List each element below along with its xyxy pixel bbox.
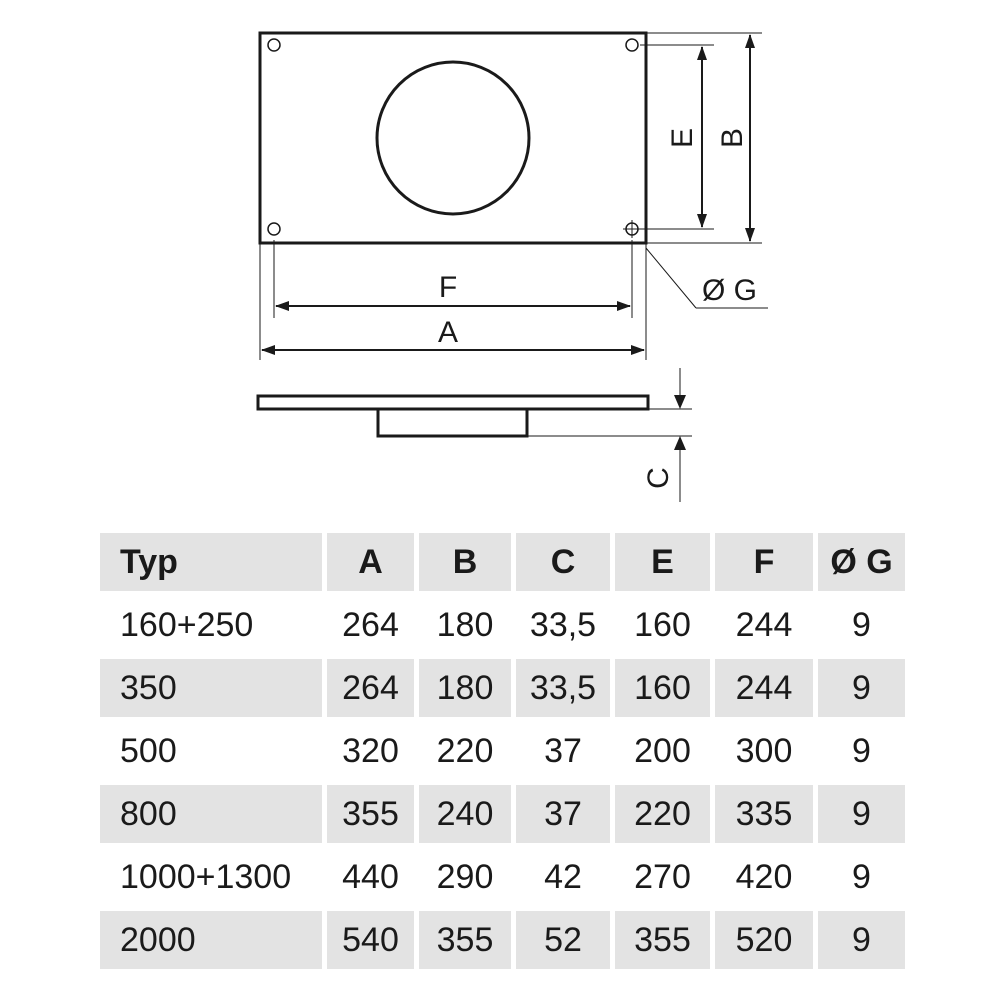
cell-f: 335 [715,785,813,843]
cell-e: 160 [615,659,710,717]
header-cell-b: B [419,533,511,591]
cell-g: 9 [852,857,871,896]
cell-f: 520 [715,911,813,969]
label-c: C [642,467,675,489]
cell-b: 290 [436,857,494,896]
side-extension-lines [527,368,692,502]
cell-typ: 2000 [100,911,322,969]
dimension-arrow-c-top [674,395,686,409]
label-b: B [716,128,749,148]
cell-e: 200 [634,731,691,770]
cell-g: 9 [818,911,905,969]
header-cell-f: F [715,533,813,591]
cell-typ: 800 [100,785,322,843]
cell-b: 180 [419,659,511,717]
mounting-hole-top-left [267,38,281,52]
cell-b: 240 [419,785,511,843]
cell-e: 355 [615,911,710,969]
cell-b: 220 [436,731,494,770]
cell-f: 420 [735,857,793,896]
label-a: A [438,316,458,349]
cell-g: 9 [852,605,871,644]
cell-e: 270 [634,857,691,896]
mounting-hole-top-right [625,38,639,52]
cell-g: 9 [852,731,871,770]
cell-a: 320 [342,731,399,770]
label-e: E [666,128,699,148]
cell-b: 355 [419,911,511,969]
header-cell-a: A [327,533,414,591]
cell-c: 33,5 [516,659,610,717]
cell-g: 9 [818,785,905,843]
cell-f: 244 [715,659,813,717]
table-row: 1000+1300 440 290 42 270 420 9 [100,848,905,906]
mounting-hole-bottom-left [267,222,281,236]
side-view-plate [256,394,650,411]
plate-outline [258,31,648,245]
extension-lines [259,32,768,360]
cell-a: 540 [327,911,414,969]
cell-b: 180 [436,605,494,644]
table-row: 500 320 220 37 200 300 9 [100,722,905,780]
cell-typ: 500 [120,731,177,770]
cell-a: 440 [342,857,399,896]
label-g: Ø G [702,274,757,307]
technical-drawing: F A E B Ø G C [256,31,768,502]
header-cell-typ: Typ [100,533,322,591]
dimension-arrow-c-bottom [674,436,686,450]
label-f: F [439,271,457,304]
table-row: 160+250 264 180 33,5 160 244 9 [100,596,905,654]
cell-e: 220 [615,785,710,843]
cell-a: 264 [342,605,399,644]
cell-a: 355 [327,785,414,843]
cell-typ: 1000+1300 [120,857,292,896]
cell-c: 52 [516,911,610,969]
cell-e: 160 [634,605,691,644]
cell-g: 9 [818,659,905,717]
header-cell-e: E [615,533,710,591]
cell-typ: 350 [100,659,322,717]
cell-c: 33,5 [529,605,597,644]
side-view-collar [376,407,529,438]
cell-f: 244 [735,605,793,644]
header-cell-c: C [516,533,610,591]
header-cell-g: Ø G [818,533,905,591]
cell-c: 37 [516,785,610,843]
cell-a: 264 [327,659,414,717]
cell-typ: 160+250 [120,605,254,644]
cell-c: 42 [544,857,582,896]
center-opening [375,60,531,216]
cell-c: 37 [544,731,582,770]
cell-f: 300 [735,731,793,770]
